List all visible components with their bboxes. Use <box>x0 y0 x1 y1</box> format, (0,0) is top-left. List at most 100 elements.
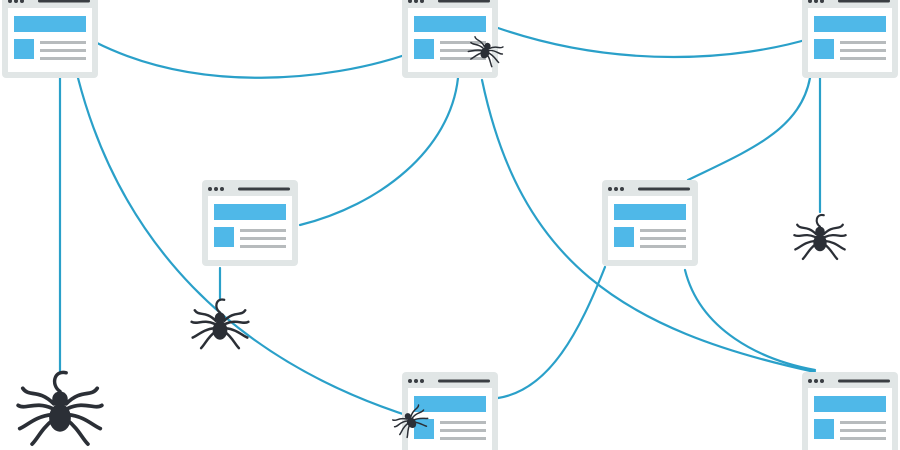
spider-head <box>815 226 825 237</box>
page-text-line <box>840 429 886 432</box>
title-bar-line <box>438 0 490 3</box>
spider-icon <box>190 298 250 350</box>
page-text-line <box>440 421 486 424</box>
page-text-line <box>240 237 286 240</box>
page-text-line <box>440 437 486 440</box>
window-control-dot <box>820 379 824 383</box>
spider-leg <box>399 422 409 436</box>
spider-icon <box>793 213 847 261</box>
page-text-line <box>240 229 286 232</box>
spider-abdomen <box>480 47 490 59</box>
page-image <box>414 39 434 59</box>
title-bar-line <box>838 0 890 3</box>
web-page-window <box>602 180 698 266</box>
page-banner <box>414 16 486 32</box>
page-image <box>414 419 434 439</box>
web-page-window <box>402 372 498 450</box>
window-control-dot <box>820 0 824 3</box>
title-bar-line <box>838 379 890 383</box>
spider-leg <box>823 233 847 239</box>
spider-leg <box>470 41 485 50</box>
spider-leg <box>392 417 408 422</box>
page-banner <box>214 204 286 220</box>
spider-leg <box>822 223 844 236</box>
page-image <box>814 419 834 439</box>
page-text-line <box>40 49 86 52</box>
page-text-line <box>40 57 86 60</box>
page-banner <box>814 396 886 412</box>
spider-leg <box>793 233 817 239</box>
spider-leg <box>488 49 504 55</box>
spider-icon <box>392 404 429 439</box>
web-page-window <box>402 0 498 78</box>
window-control-dot <box>208 187 212 191</box>
spider-leg <box>411 409 425 419</box>
window-control-dot <box>14 0 18 3</box>
spider-leg <box>823 239 846 251</box>
link-line <box>298 76 460 227</box>
web-page-window <box>2 0 98 78</box>
page-text-line <box>440 429 486 432</box>
page-text-line <box>840 421 886 424</box>
page-text-line <box>240 245 286 248</box>
window-control-dot <box>20 0 24 3</box>
title-bar-line <box>38 0 90 3</box>
title-bar-line <box>438 379 490 383</box>
page-banner <box>14 16 86 32</box>
page-text-line <box>440 57 486 60</box>
window-control-dot <box>814 379 818 383</box>
title-bar-line <box>238 187 290 191</box>
spider-leg <box>65 412 103 431</box>
spider-leg <box>474 36 486 48</box>
window-control-dot <box>620 187 624 191</box>
window-control-dot <box>8 0 12 3</box>
spider-leg <box>410 404 420 418</box>
page-text-line <box>40 41 86 44</box>
spider-abdomen <box>406 417 417 428</box>
window-control-dot <box>408 379 412 383</box>
page-image <box>214 227 234 247</box>
link-line <box>93 40 407 79</box>
window-control-dot <box>808 379 812 383</box>
link-line <box>480 78 817 374</box>
spider-leg <box>16 403 55 411</box>
spider-leg <box>488 46 504 50</box>
page-text-line <box>840 41 886 44</box>
page-text-line <box>440 41 486 44</box>
spider-leg <box>393 420 408 428</box>
spider-leg <box>193 309 218 323</box>
page-banner <box>614 204 686 220</box>
spider-icon <box>16 370 104 446</box>
spider-leg <box>20 386 56 406</box>
spider-leg <box>223 320 250 326</box>
page-image <box>814 39 834 59</box>
link-line <box>686 76 812 182</box>
page-image <box>14 39 34 59</box>
page-text-line <box>640 237 686 240</box>
page-text-line <box>640 245 686 248</box>
spiders <box>16 36 847 446</box>
spider-icon <box>467 36 504 68</box>
link-lines <box>58 26 822 420</box>
window-control-dot <box>808 0 812 3</box>
spider-abdomen <box>49 403 71 432</box>
spider-abdomen <box>212 320 228 340</box>
page-text-line <box>640 229 686 232</box>
window-control-dot <box>414 0 418 3</box>
spider-leg <box>191 326 217 339</box>
page-text-line <box>840 57 886 60</box>
page-text-line <box>840 49 886 52</box>
spider-leg <box>794 239 817 251</box>
spider-head <box>214 312 226 323</box>
window-control-dot <box>414 379 418 383</box>
page-banner <box>414 396 486 412</box>
page-text-line <box>840 437 886 440</box>
page-text-line <box>440 49 486 52</box>
web-page-window <box>802 0 898 78</box>
spider-leg <box>223 326 249 339</box>
spider-thread-hook <box>52 370 68 394</box>
spider-head <box>484 42 491 50</box>
web-page-window <box>802 372 898 450</box>
